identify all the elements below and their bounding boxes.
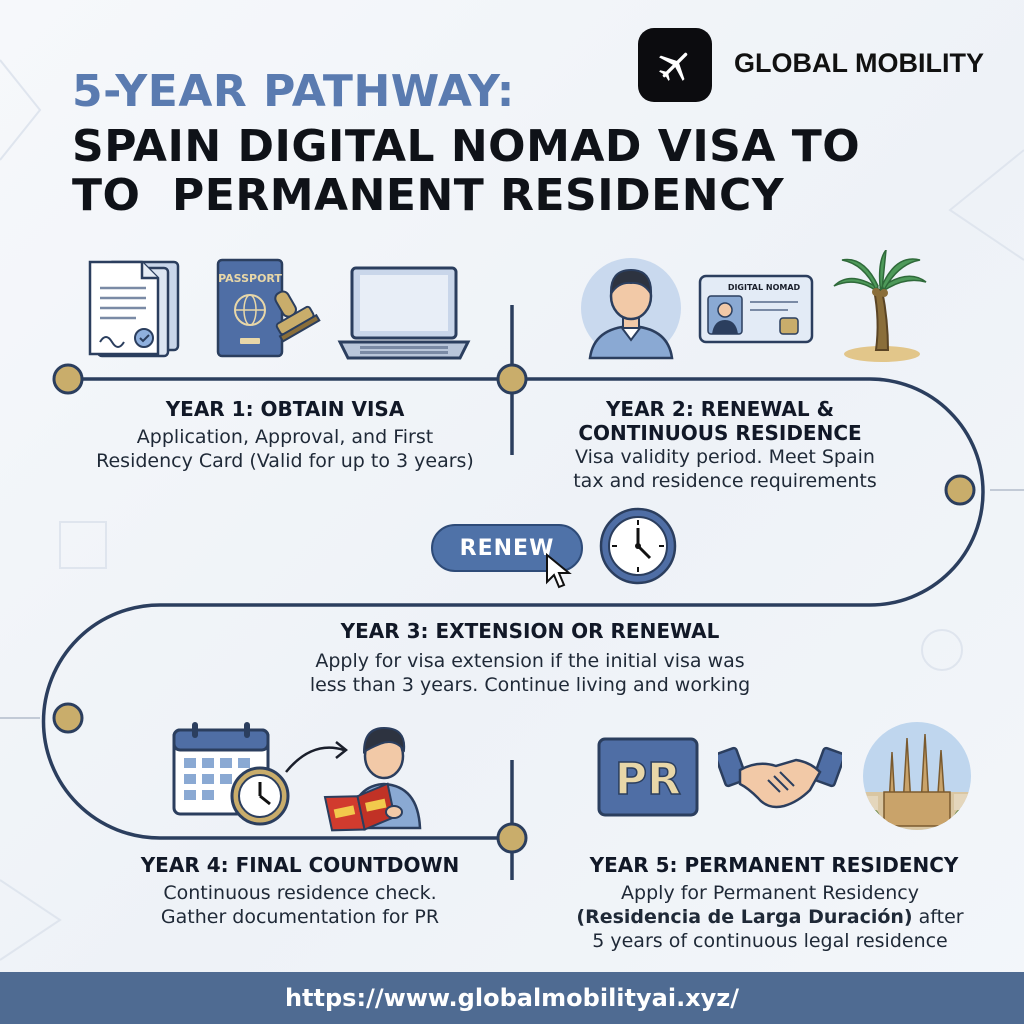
reading-person-icon — [323, 726, 422, 832]
year2-title: YEAR 2: RENEWAL & CONTINUOUS RESIDENCE — [578, 397, 862, 445]
timeline-node-5 — [496, 822, 528, 854]
footer-url-link[interactable]: https://www.globalmobilityai.xyz/ — [284, 984, 740, 1012]
page-title-line3: TO PERMANENT RESIDENCY — [72, 170, 785, 222]
palm-tree-icon — [833, 250, 927, 362]
brand-name: GLOBAL MOBILITY — [734, 48, 984, 78]
pr-badge-icon: PR — [597, 737, 699, 817]
clock-icon — [599, 507, 677, 585]
year4-title: YEAR 4: FINAL COUNTDOWN — [140, 853, 460, 877]
cursor-icon — [546, 552, 572, 589]
id-card-icon: DIGITAL NOMAD — [698, 274, 814, 344]
renew-button[interactable]: RENEW — [431, 524, 583, 572]
year5-title: YEAR 5: PERMANENT RESIDENCY — [589, 853, 959, 877]
year2-description: Visa validity period. Meet Spain tax and… — [573, 446, 877, 492]
year4-description: Continuous residence check. Gather docum… — [160, 882, 440, 928]
airplane-icon — [638, 28, 712, 102]
id-card-label: DIGITAL NOMAD — [728, 283, 801, 292]
timeline-node-1 — [52, 363, 84, 395]
timeline-node-4 — [52, 702, 84, 734]
page-title-line2: SPAIN DIGITAL NOMAD VISA TO — [72, 121, 861, 172]
pr-label: PR — [615, 754, 681, 805]
timeline-node-2 — [496, 363, 528, 395]
handshake-icon — [718, 746, 842, 809]
page-title-line1: 5-YEAR PATHWAY: — [72, 66, 515, 117]
sagrada-familia-icon — [863, 722, 971, 830]
footer-bar: https://www.globalmobilityai.xyz/ — [0, 972, 1024, 1024]
year3-description: Apply for visa extension if the initial … — [309, 650, 751, 696]
passport-icon: PASSPORT — [216, 258, 321, 358]
person-icon — [581, 258, 681, 360]
year3-title: YEAR 3: EXTENSION OR RENEWAL — [340, 619, 720, 643]
calendar-clock-icon — [172, 722, 290, 826]
document-icon — [88, 260, 180, 358]
year5-description: Apply for Permanent Residency (Residenci… — [576, 882, 964, 952]
arrow-icon — [285, 741, 349, 773]
passport-label: PASSPORT — [218, 272, 282, 285]
year1-description: Application, Approval, and First Residen… — [96, 426, 474, 472]
page-title: SPAIN DIGITAL NOMAD VISA TO TO PERMANENT… — [72, 122, 860, 221]
year1-title: YEAR 1: OBTAIN VISA — [165, 397, 405, 421]
laptop-icon — [337, 266, 471, 360]
timeline-node-3 — [944, 474, 976, 506]
